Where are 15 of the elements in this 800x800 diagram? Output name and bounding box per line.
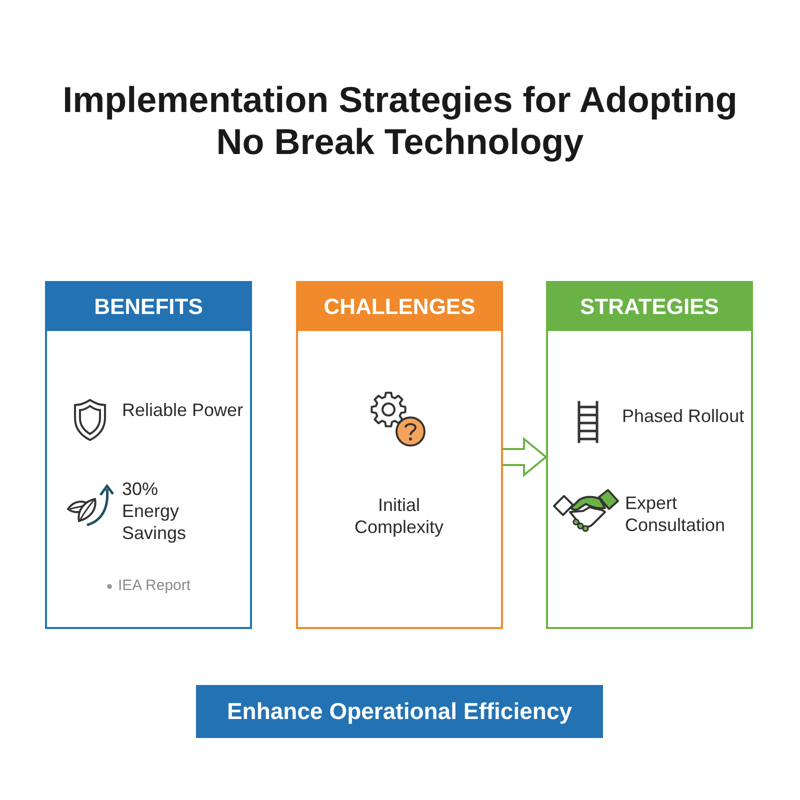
- source-note: IEA Report: [118, 576, 191, 596]
- item-label: 30% Energy Savings: [122, 478, 188, 544]
- block-arrow: [502, 436, 548, 478]
- panel-header: CHALLENGES: [298, 283, 501, 331]
- panel: [45, 281, 252, 629]
- item-label: Initial Complexity: [353, 494, 445, 538]
- panel-header: BENEFITS: [47, 283, 250, 331]
- panel: [296, 281, 503, 629]
- panel: [546, 281, 753, 629]
- item-label: Reliable Power: [122, 399, 244, 421]
- item-label: Expert Consultation: [625, 492, 726, 536]
- panel-header: STRATEGIES: [548, 283, 751, 331]
- banner: Enhance Operational Efficiency: [196, 685, 603, 738]
- item-label: Phased Rollout: [622, 405, 744, 427]
- title: Implementation Strategies for Adopting No Break Technology: [62, 79, 738, 163]
